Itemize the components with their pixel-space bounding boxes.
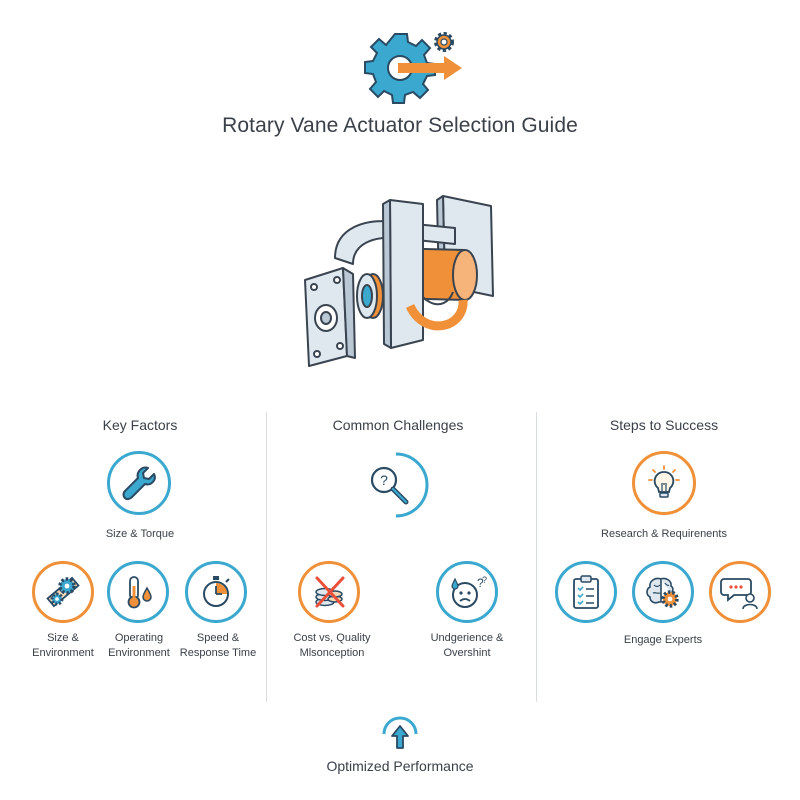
chat-person-icon (709, 561, 771, 623)
worried-face-icon: ? ? (436, 561, 498, 623)
wrench-icon (107, 451, 171, 515)
research-requirements-label: Research & Requirenents (601, 528, 727, 540)
column-divider-right (536, 412, 537, 702)
lightbulb-icon (632, 451, 696, 515)
common-challenges-heading: Common Challenges (332, 417, 464, 433)
stopwatch-icon (185, 561, 247, 623)
gear-arrow-icon (360, 28, 470, 104)
operating-environment-label: Operating Environment (108, 632, 170, 659)
cost-quality-label: Cost vs, Quality Mlsonception (293, 632, 371, 659)
size-environment-label: Size & Environment (32, 632, 94, 659)
engage-experts-label: Engage Experts (623, 634, 703, 646)
question-magnifier-icon: ? (366, 452, 434, 518)
steps-to-success-heading: Steps to Success (609, 417, 719, 433)
optimized-performance-label: Optimized Performance (326, 758, 474, 774)
speed-response-label: Speed & Response Time (179, 632, 257, 659)
checklist-icon (555, 561, 617, 623)
page-title: Rotary Vane Actuator Selection Guide (222, 114, 578, 137)
column-divider-left (266, 412, 267, 702)
key-factors-heading: Key Factors (102, 417, 178, 433)
gears-ruler-icon (32, 561, 94, 623)
up-arrow-icon (380, 712, 420, 752)
svg-text:?: ? (477, 576, 484, 590)
size-torque-label: Size & Torque (105, 528, 175, 540)
undergience-overshoot-label: Undgerience & Overshint (430, 632, 504, 659)
brain-gear-icon (632, 561, 694, 623)
coins-crossed-icon (298, 561, 360, 623)
rotary-actuator-illustration (295, 188, 505, 368)
svg-text:?: ? (482, 575, 487, 585)
svg-text:?: ? (380, 472, 388, 488)
thermometer-icon (107, 561, 169, 623)
